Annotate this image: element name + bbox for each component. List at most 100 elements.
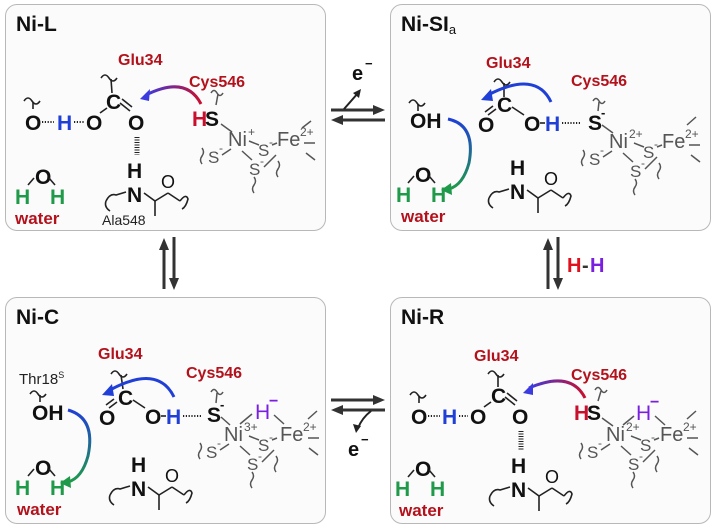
bond <box>642 449 656 463</box>
atom-n: N <box>131 478 146 501</box>
atom-ni: Ni <box>606 424 625 446</box>
fe-charge: 2+ <box>685 127 699 141</box>
thr18-superscript: S <box>58 370 64 380</box>
bond <box>110 78 113 94</box>
bond <box>428 469 436 478</box>
atom-o: O <box>161 172 175 192</box>
atom-s: S <box>588 112 602 135</box>
atom-o: O <box>165 466 179 486</box>
squiggle-icon <box>273 455 279 473</box>
equilibrium-arrow-right: H - H <box>543 237 604 290</box>
atom-s: S <box>589 150 600 169</box>
panel-ni-r: Ni-R Glu34 Cys546 O H O C O H S H − <box>390 297 711 524</box>
cys546-label: Cys546 <box>189 74 245 91</box>
state-title: Ni-L <box>16 13 57 36</box>
atom-o: O <box>411 406 427 429</box>
bond <box>688 447 699 456</box>
bond <box>633 142 645 148</box>
bond <box>600 443 611 451</box>
panel-ni-l: Ni-L Glu34 Cys546 O H O C O H S <box>5 4 326 231</box>
atom-h: H <box>396 184 411 207</box>
bond <box>171 486 185 496</box>
atom-o: O <box>512 406 528 429</box>
s-charge: - <box>258 449 262 463</box>
electron-release-arrow <box>357 410 372 429</box>
s-charge: - <box>260 154 264 168</box>
cys546-label: Cys546 <box>571 73 627 90</box>
bond <box>108 401 118 409</box>
bond <box>307 410 318 420</box>
atom-oh: OH <box>410 110 442 133</box>
squiggle-icon <box>110 370 128 378</box>
atom-ni: Ni <box>228 129 247 151</box>
bond <box>248 435 260 441</box>
hydride: H <box>255 401 270 424</box>
atom-s: S <box>258 436 269 455</box>
arrowhead-icon <box>159 238 169 250</box>
equilibrium-arrow-bottom: e − <box>331 395 385 461</box>
proton-transfer-arrow <box>487 82 553 103</box>
equilibrium-arrow-top: e − <box>331 56 385 125</box>
bond <box>248 140 260 146</box>
squiggle-icon <box>109 485 131 496</box>
arrowhead-icon <box>523 383 533 395</box>
bond <box>484 105 494 113</box>
bond <box>158 486 173 496</box>
proton-transfer-arrow <box>447 117 472 191</box>
bond <box>511 106 525 116</box>
atom-h: H <box>192 108 207 131</box>
bond <box>653 437 660 441</box>
panel-ni-c: Ni-C Glu34 Cys546 Thr18S OH C O O H S - <box>5 297 326 524</box>
bond <box>301 120 312 129</box>
fe-charge: 2+ <box>300 125 314 139</box>
atom-n: N <box>510 181 525 204</box>
ni-charge: 2+ <box>629 127 643 141</box>
bond <box>597 101 600 112</box>
atom-o: O <box>524 113 540 136</box>
squiggle-icon <box>199 147 205 165</box>
bond <box>526 189 539 199</box>
atom-s: S <box>587 402 601 425</box>
squiggle-icon <box>183 489 193 504</box>
bond <box>538 487 553 497</box>
atom-o: O <box>25 112 41 135</box>
bond <box>263 154 277 168</box>
atom-o: O <box>545 467 559 487</box>
s-charge: - <box>641 156 645 170</box>
bond <box>105 398 115 406</box>
atom-h: H <box>131 454 146 477</box>
arrowhead-icon <box>373 105 385 115</box>
bond <box>48 468 56 477</box>
bond <box>220 123 233 133</box>
atom-ni: Ni <box>224 424 243 446</box>
atom-o: O <box>145 406 161 429</box>
ni-r-structure: Glu34 Cys546 O H O C O H S H − Ni <box>395 348 699 520</box>
h2-bond: - <box>582 255 589 277</box>
proton-transfer-arrow <box>109 377 176 398</box>
arrowhead-icon <box>102 384 114 396</box>
atom-h: H <box>431 184 446 207</box>
ni-c-structure: Glu34 Cys546 Thr18S OH C O O H S - H <box>15 346 319 519</box>
s-charge: - <box>600 143 604 157</box>
bond <box>630 435 642 441</box>
state-title-main: Ni-SI <box>401 13 449 36</box>
atom-o: O <box>128 112 144 135</box>
bond <box>620 445 632 456</box>
state-title: Ni-R <box>401 306 445 329</box>
squiggle-icon <box>630 471 636 489</box>
proton-transfer-arrow <box>67 408 92 484</box>
cys546-label: Cys546 <box>186 365 242 382</box>
hydride-charge: − <box>650 394 659 411</box>
atom-o: O <box>470 406 486 429</box>
bond <box>656 144 663 148</box>
atom-s: S <box>587 443 598 462</box>
atom-fe: Fe <box>280 424 303 446</box>
electron-charge: − <box>361 432 369 447</box>
atom-o: O <box>415 458 431 481</box>
atom-h-proton: H <box>166 406 181 429</box>
atom-h-proton: H <box>545 113 560 136</box>
atom-h: H <box>50 477 65 500</box>
bond <box>597 390 602 402</box>
bond <box>215 392 218 404</box>
squiggle-icon <box>594 386 608 394</box>
